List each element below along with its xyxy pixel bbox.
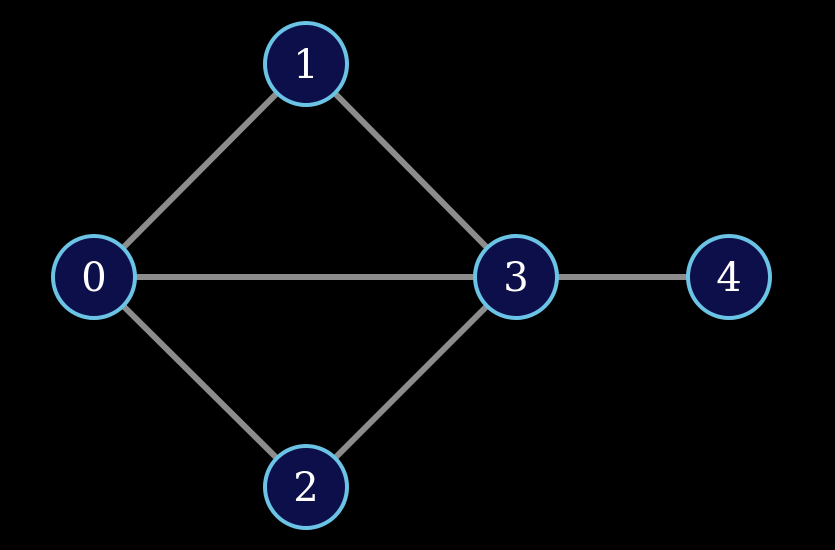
node-circle bbox=[686, 234, 772, 320]
node-circle bbox=[51, 234, 137, 320]
node-layer: 0 1 2 3 4 bbox=[51, 21, 772, 530]
edge-0-2 bbox=[91, 274, 309, 490]
node-label: 0 bbox=[81, 255, 106, 301]
edge-layer bbox=[91, 61, 732, 490]
node-label: 1 bbox=[293, 42, 318, 88]
edge-1-3 bbox=[303, 61, 519, 280]
node-1: 1 bbox=[263, 21, 349, 107]
node-circle bbox=[473, 234, 559, 320]
node-circle bbox=[263, 444, 349, 530]
node-label: 4 bbox=[716, 255, 741, 301]
edge-2-3 bbox=[303, 274, 519, 490]
node-circle bbox=[263, 21, 349, 107]
node-4: 4 bbox=[686, 234, 772, 320]
node-2: 2 bbox=[263, 444, 349, 530]
node-label: 2 bbox=[293, 465, 318, 511]
node-0: 0 bbox=[51, 234, 137, 320]
node-3: 3 bbox=[473, 234, 559, 320]
edge-0-1 bbox=[91, 61, 309, 280]
node-label: 3 bbox=[503, 255, 528, 301]
